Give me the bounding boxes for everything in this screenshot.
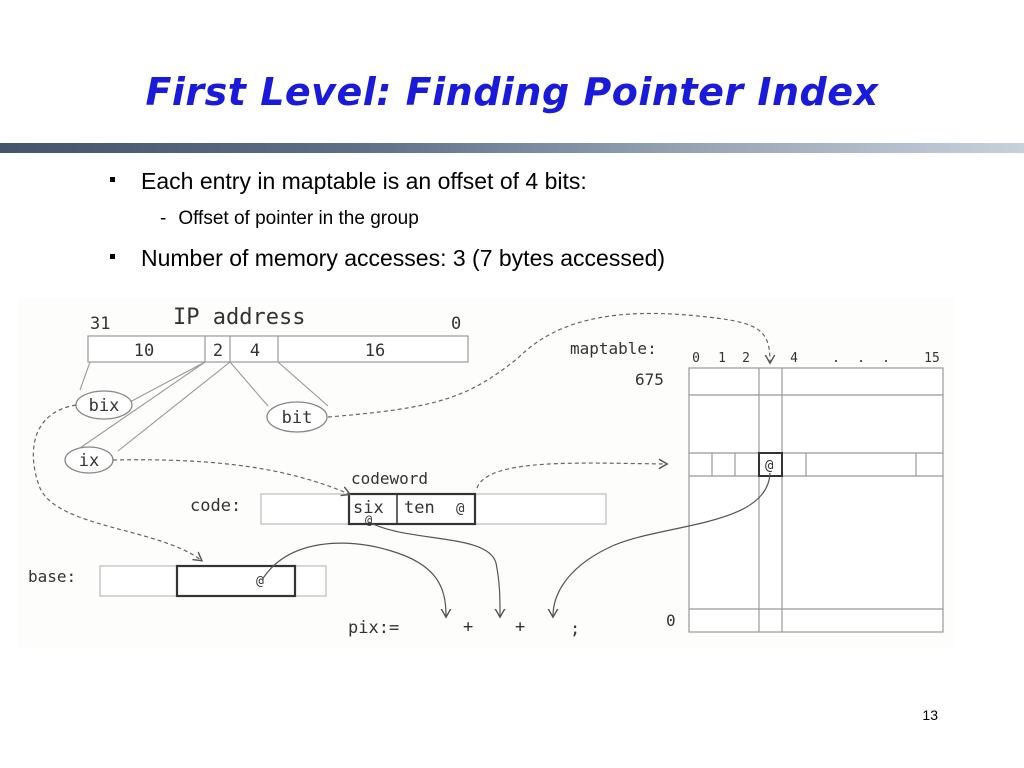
field-2: 2 (213, 341, 223, 361)
bullet-marker (110, 177, 115, 183)
maptable-grid (688, 367, 944, 633)
row-0-label: 0 (666, 611, 676, 630)
col-label: 1 (718, 351, 726, 366)
ip-address-label: IP address (173, 305, 305, 330)
slide-title: First Level: Finding Pointer Index (145, 70, 879, 114)
pix-expression: pix:= (348, 618, 399, 638)
col-label: 0 (692, 351, 700, 366)
col-label: . (832, 351, 840, 366)
base-array (99, 565, 327, 597)
code-label: code: (190, 496, 241, 516)
bullet-item: Number of memory accesses: 3 (7 bytes ac… (110, 245, 665, 272)
field-connectors (79, 361, 329, 452)
plus-2: + (515, 617, 525, 637)
lookup-diagram: 31 IP address 0 10 2 4 16 bix bit (18, 298, 956, 648)
maptable-to-pix-arrow (553, 472, 771, 616)
ip-fields: 10 2 4 16 (87, 335, 469, 363)
codeword-to-maptable-arrow (476, 463, 666, 489)
semicolon: ; (570, 619, 580, 639)
col-label: . (857, 351, 865, 366)
bix-to-base-arrow (32, 404, 201, 560)
row-675-label: 675 (635, 370, 664, 389)
col-label: . (882, 351, 890, 366)
sub-bullet-text: Offset of pointer in the group (178, 208, 419, 229)
ten-marker: @ (456, 501, 465, 517)
maptable-column-labels: 0 1 2 4 . . . 15 (692, 351, 940, 366)
six-to-pix-arrow (368, 521, 500, 616)
col-label: 15 (924, 351, 940, 366)
bullet-marker (110, 254, 115, 260)
ix-label: ix (79, 451, 99, 471)
bit-node (266, 401, 328, 433)
sub-bullet-item: -Offset of pointer in the group (160, 208, 419, 230)
bit-label: bit (282, 408, 313, 428)
base-entry-box (175, 564, 297, 598)
cell-marker: @ (765, 458, 774, 474)
result-arrows (261, 472, 771, 616)
codeword-box (347, 492, 477, 526)
dash-marker: - (160, 208, 167, 229)
diagram-svg: 31 IP address 0 10 2 4 16 bix bit (28, 305, 944, 639)
plus-1: + (463, 617, 473, 637)
bix-label: bix (89, 396, 120, 416)
bullet-text: Each entry in maptable is an offset of 4… (141, 168, 587, 194)
maptable-label: maptable: (570, 339, 657, 358)
base-marker: @ (256, 574, 264, 589)
bit-0-label: 0 (451, 314, 461, 334)
ix-to-code-arrow (112, 459, 349, 494)
field-10: 10 (134, 341, 154, 361)
field-16: 16 (365, 341, 385, 361)
base-to-pix-arrow (261, 542, 446, 616)
col-label: 2 (742, 351, 750, 366)
ten-field: ten (404, 498, 435, 518)
maptable-selected-cell (758, 452, 783, 477)
col-label: 4 (790, 351, 798, 366)
six-marker: @ (365, 513, 372, 527)
bit-31-label: 31 (90, 314, 110, 334)
six-field: six (353, 498, 384, 518)
page-number: 13 (922, 707, 938, 723)
codeword-label: codeword (351, 469, 428, 488)
title-divider (0, 143, 1024, 153)
field-4: 4 (250, 341, 260, 361)
bit-to-maptable-arrow (327, 312, 770, 418)
bullet-item: Each entry in maptable is an offset of 4… (110, 168, 587, 195)
base-label: base: (28, 567, 76, 586)
dashed-arrows (32, 312, 770, 560)
bullet-text: Number of memory accesses: 3 (7 bytes ac… (141, 245, 666, 271)
